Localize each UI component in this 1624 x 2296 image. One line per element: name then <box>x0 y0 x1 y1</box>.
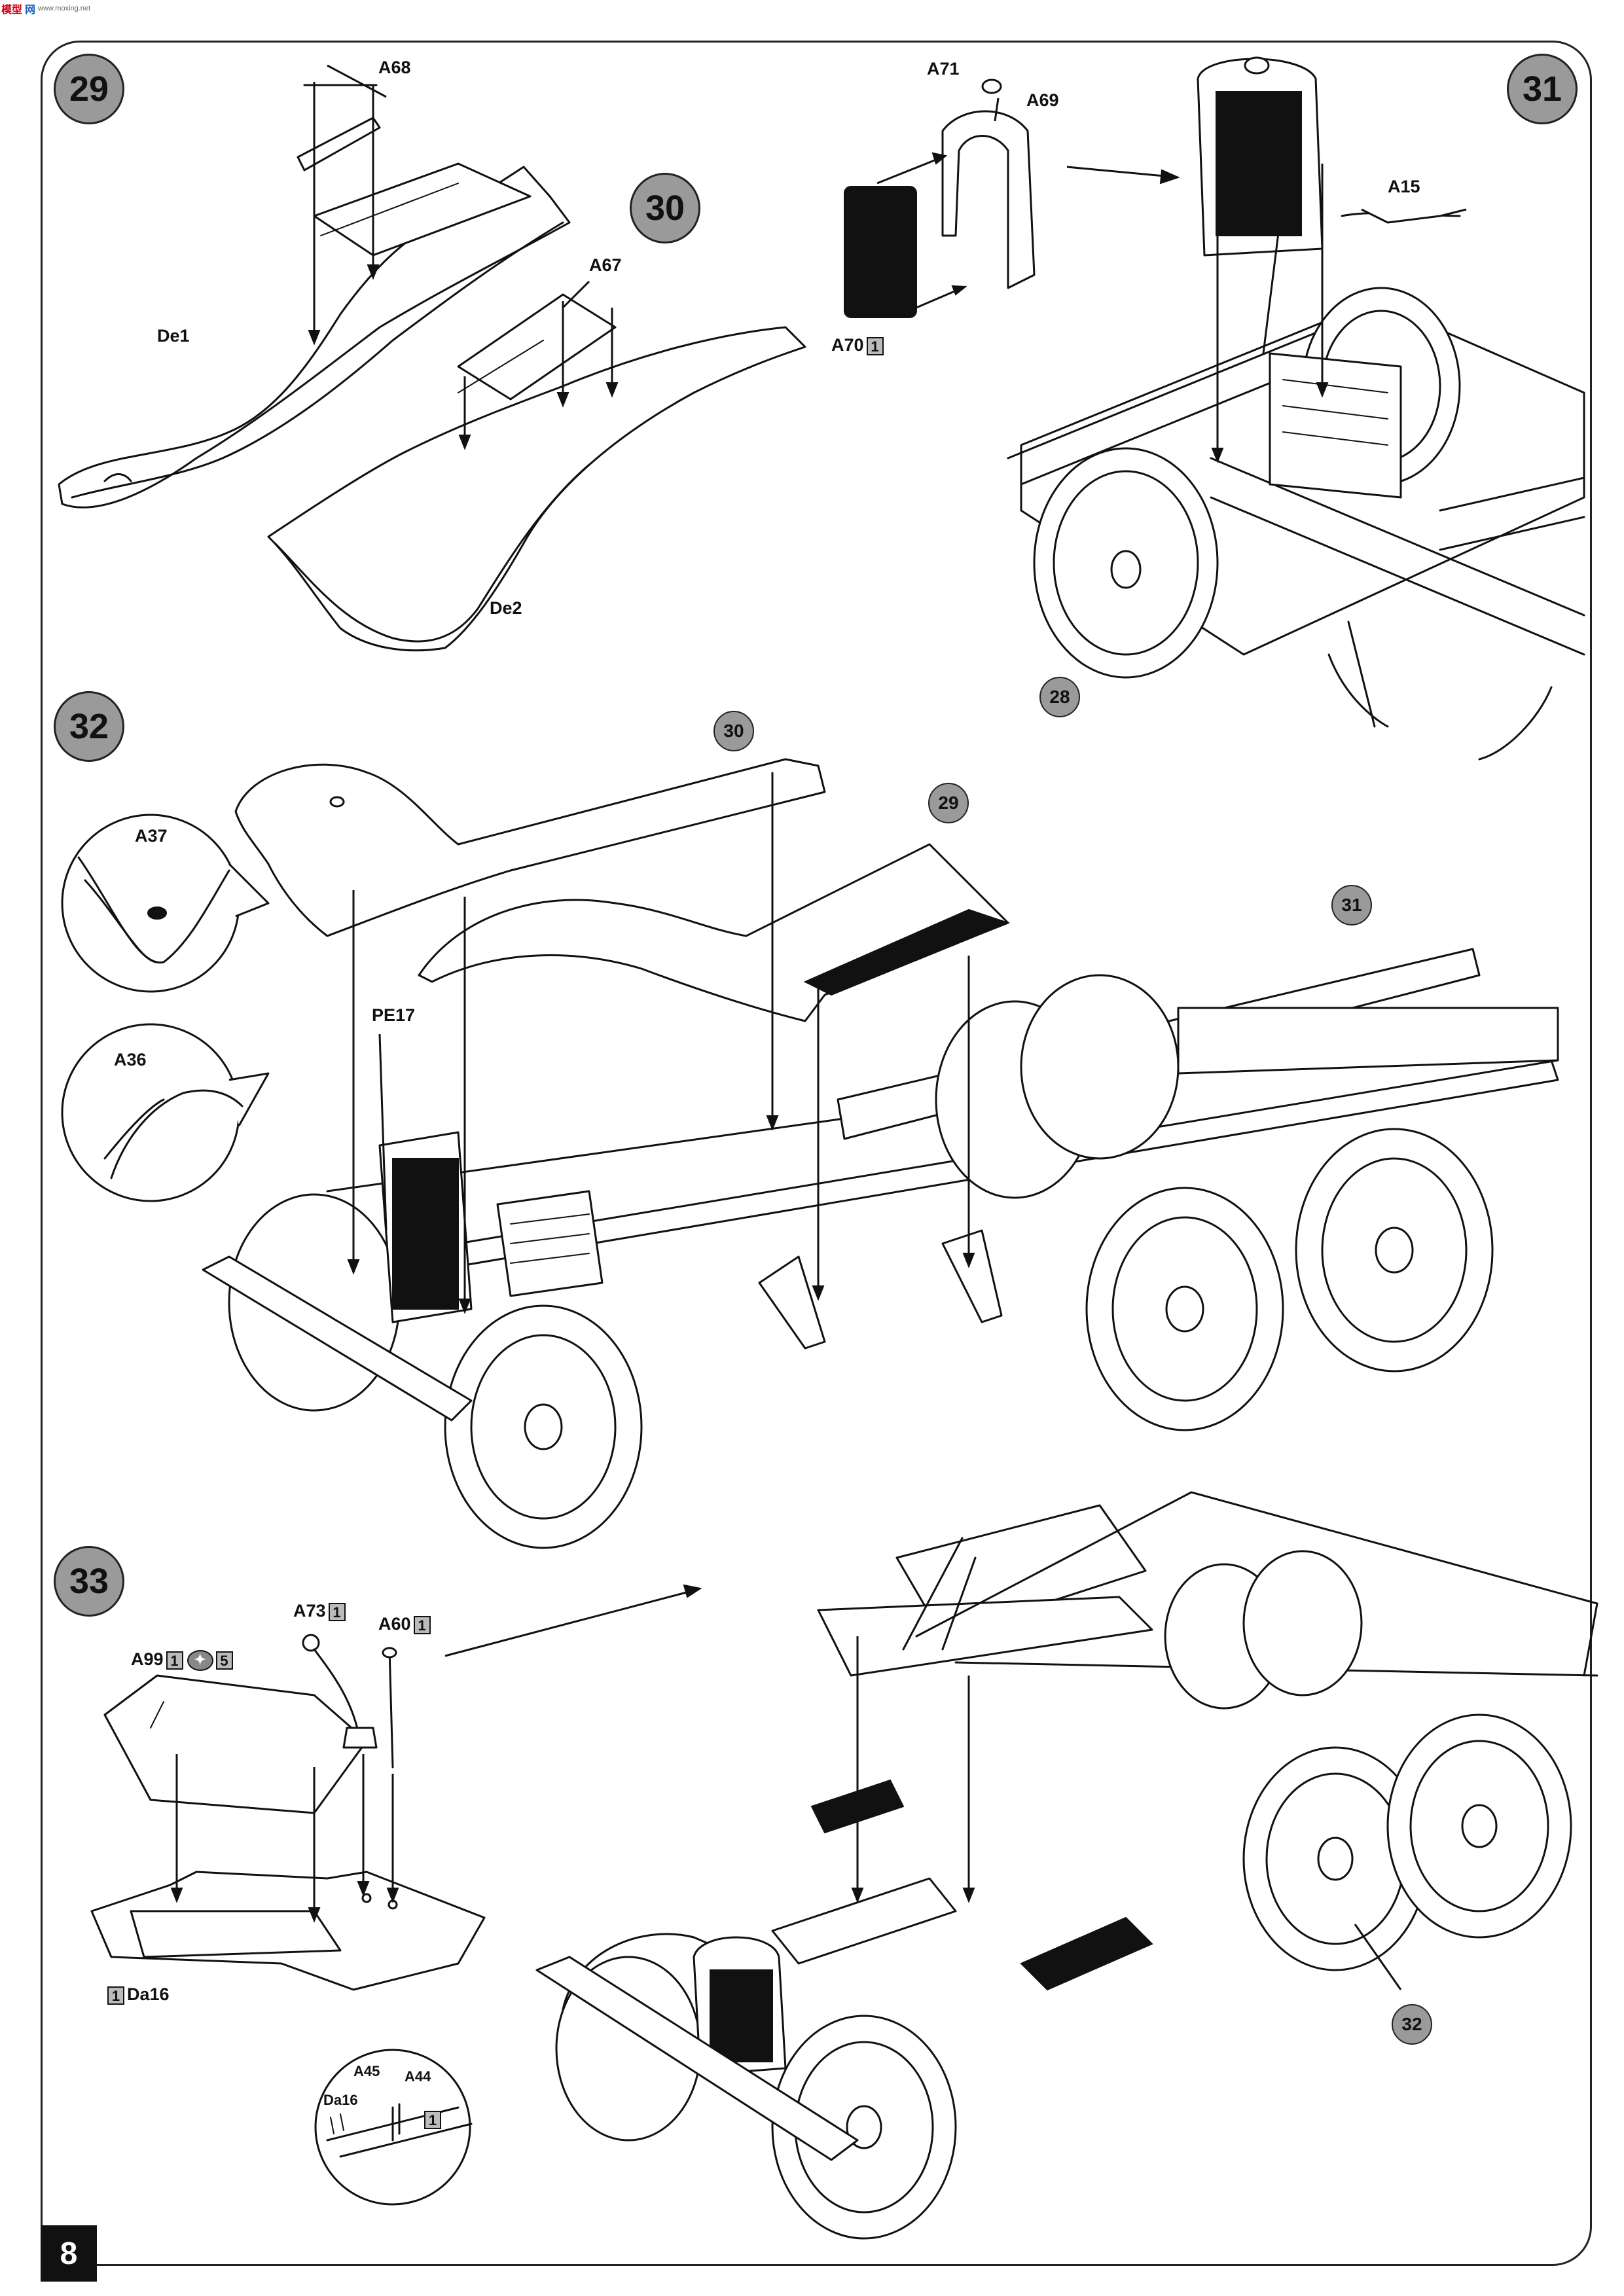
label-a67: A67 <box>589 255 622 275</box>
step-ref-29: 29 <box>928 783 969 823</box>
step-31-chassis-front <box>1007 56 1585 761</box>
step-number-33: 33 <box>54 1546 124 1617</box>
label-a69: A69 <box>1026 90 1059 110</box>
step-ref-32: 32 <box>1392 2004 1432 2045</box>
step-30-drawing <box>267 280 806 652</box>
label-de2: De2 <box>490 598 522 618</box>
qty-box: 1 <box>166 1651 183 1670</box>
step-number-32: 32 <box>54 691 124 762</box>
label-a36: A36 <box>114 1050 147 1069</box>
label-a45-qty: 1 <box>422 2109 441 2129</box>
label-da16-detail: Da16 <box>323 2092 358 2108</box>
label-a70-text: A70 <box>831 335 864 355</box>
step-ref-31: 31 <box>1331 885 1372 925</box>
label-a99-text: A99 <box>131 1649 164 1669</box>
step-number-30: 30 <box>630 173 700 243</box>
qty-box: 1 <box>328 1602 346 1621</box>
glue-icon: ✦ <box>187 1649 213 1671</box>
logo-text-1: 模型 <box>1 5 23 16</box>
logo-url: www.moxing.net <box>38 5 91 12</box>
label-da16-text: Da16 <box>127 1984 170 2004</box>
step-29-arrows <box>303 64 387 346</box>
step-ref-28: 28 <box>1039 677 1080 717</box>
label-a37: A37 <box>135 826 168 846</box>
label-a73-text: A73 <box>293 1601 326 1621</box>
step-32-fender-assembly <box>234 758 1010 1022</box>
qty-box: 1 <box>107 1986 124 2005</box>
qty-box: 1 <box>424 2110 441 2129</box>
label-a68: A68 <box>378 58 411 77</box>
publisher-logo: 模型 网 www.moxing.net <box>1 1 90 16</box>
label-a44: A44 <box>405 2068 431 2085</box>
step-29-drawing <box>58 64 571 509</box>
label-de1: De1 <box>157 326 190 346</box>
qty-box: 5 <box>215 1651 233 1670</box>
qty-box: 1 <box>866 336 884 355</box>
step-number-29: 29 <box>54 54 124 124</box>
step-31-radiator-parts <box>844 79 1180 318</box>
label-pe17: PE17 <box>372 1005 416 1025</box>
page-number: 8 <box>41 2225 97 2282</box>
step-33-battery-box <box>90 1584 702 2206</box>
page-frame <box>41 41 1592 2266</box>
label-a71: A71 <box>927 59 960 79</box>
step-number-31: 31 <box>1507 54 1578 124</box>
label-a45: A45 <box>353 2063 380 2079</box>
step-ref-30: 30 <box>713 711 754 751</box>
label-a15: A15 <box>1388 177 1420 196</box>
qty-box: 1 <box>413 1615 431 1634</box>
step-32-chassis <box>202 772 1559 1549</box>
step-33-truck-assembled <box>535 1491 1598 2240</box>
label-a60-text: A60 <box>378 1614 411 1634</box>
step-32-detail-circles <box>61 814 270 1202</box>
logo-text-2: 网 <box>25 5 36 16</box>
